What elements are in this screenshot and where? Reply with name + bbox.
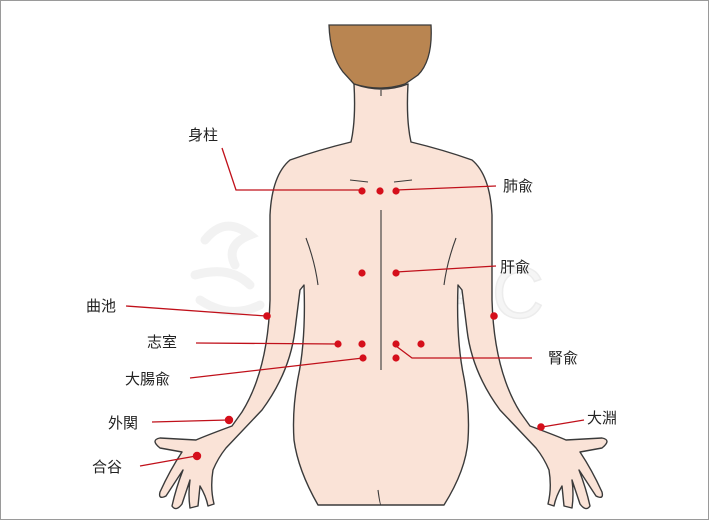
point-kanyu <box>392 269 399 276</box>
illustac-logo-icon <box>195 226 260 311</box>
point-shinchu <box>358 187 365 194</box>
point-taien <box>537 423 545 431</box>
hair <box>329 25 431 88</box>
label-kyokuchi: 曲池 <box>86 297 116 315</box>
label-jinyu: 腎兪 <box>548 349 578 367</box>
point-daichoyu-right <box>392 354 399 361</box>
leader-gaikan <box>152 420 228 422</box>
point-daichoyu <box>359 354 366 361</box>
point-goukoku <box>193 452 201 460</box>
point-jinyu-left <box>358 340 365 347</box>
label-kanyu: 肝兪 <box>500 258 530 276</box>
point-shinchu-center <box>376 187 383 194</box>
label-taien: 大淵 <box>587 409 617 427</box>
point-shishitsu <box>334 340 341 347</box>
point-kyokuchi-right <box>490 312 498 320</box>
point-haiyu <box>392 187 399 194</box>
label-shinchu: 身柱 <box>188 126 218 144</box>
point-shishitsu-right <box>417 340 424 347</box>
label-haiyu: 肺兪 <box>503 177 533 195</box>
point-gaikan <box>225 416 233 424</box>
leader-taien <box>542 420 584 427</box>
label-shishitsu: 志室 <box>147 333 177 351</box>
point-jinyu <box>392 340 399 347</box>
label-gaikan: 外関 <box>108 414 138 432</box>
point-kyokuchi <box>263 312 271 320</box>
label-goukoku: 合谷 <box>92 458 122 476</box>
label-daichoyu: 大腸兪 <box>125 370 170 388</box>
point-kanyu-left <box>358 269 365 276</box>
